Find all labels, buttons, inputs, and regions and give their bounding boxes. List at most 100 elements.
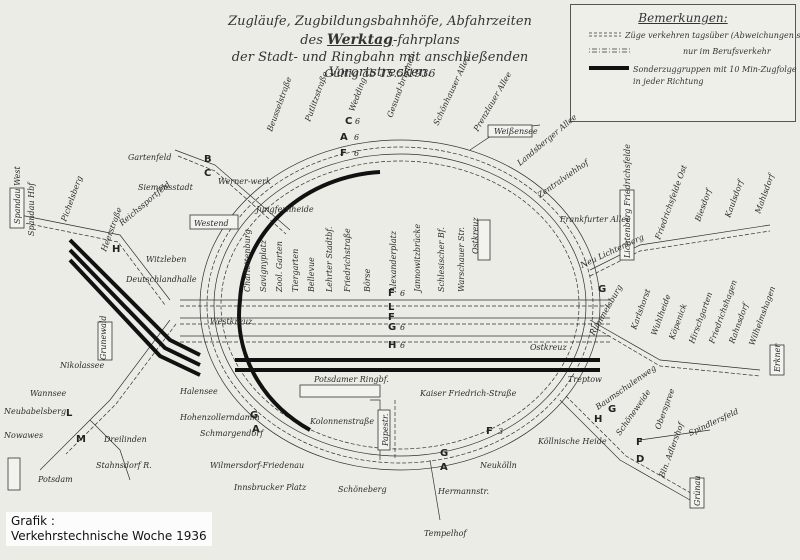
legend-row-3b: in jeder Richtung (633, 77, 704, 86)
station-westkreuz: Westkreuz (210, 317, 253, 326)
station-gesundbrunnen: Gesund-brunnen (385, 52, 417, 119)
station-schlesischer: Schlesischer Bf. (437, 227, 446, 292)
legend-symbols (589, 32, 631, 70)
station-schmargendorf: Schmargendorf (200, 429, 265, 438)
station-potsdam: Potsdam (37, 475, 73, 484)
station-charlottenburg: Charlottenburg (243, 229, 252, 292)
route-letter-f-spindlersfeld: F (636, 437, 643, 448)
station-beusselstr: Beusselstraße (265, 76, 293, 134)
station-mahlsdorf: Mahlsdorf (753, 171, 777, 216)
station-frankfurter: Frankfurter Allee (559, 215, 631, 224)
station-innsbrucker: Innsbrucker Platz (233, 483, 307, 492)
credit-line-1: Grafik : (11, 514, 55, 528)
route-letter-d: D (636, 454, 644, 465)
station-koellnische: Köllnische Heide (537, 437, 607, 446)
station-neukoelln: Neukölln (479, 461, 517, 470)
legend-row-2: nur im Berufsverkehr (683, 47, 771, 56)
station-kaiser-friedrich: Kaiser Friedrich-Straße (419, 389, 517, 398)
station-ostkreuz-north: Ostkreuz (471, 217, 480, 254)
interval-6-b: 6 (354, 133, 359, 142)
route-letter-g-sw: G (440, 448, 448, 459)
title-line-1: Zugläufe, Zugbildungsbahnhöfe, Abfahrzei… (228, 14, 532, 29)
station-kaulsdorf: Kaulsdorf (723, 177, 746, 220)
station-witzleben: Witzleben (146, 255, 186, 264)
station-grunewald: Grunewald (99, 315, 108, 360)
station-schoeneberg: Schöneberg (338, 485, 387, 494)
station-alexanderplatz: Alexanderplatz (389, 230, 398, 293)
route-letter-l-wannsee: L (66, 408, 73, 419)
title-prefix: des (300, 33, 323, 48)
station-treptow: Treptow (568, 375, 602, 384)
route-letter-b: B (204, 154, 212, 165)
special-service-lines (68, 170, 600, 432)
station-wilmersdorf: Wilmersdorf-Friedenau (210, 461, 304, 470)
station-tempelhof: Tempelhof (424, 529, 468, 538)
interval-6-a: 6 (355, 117, 360, 126)
title-bold: Werktag (327, 32, 393, 48)
station-jungfernheide: Jungfernheide (254, 205, 314, 214)
route-letter-c-north: C (345, 116, 352, 127)
title-line-4: Gültig ab 15.5.1936 (324, 67, 436, 80)
route-letter-g-east: G (598, 284, 606, 295)
legend-row-3a: Sonderzuggruppen mit 10 Min-Zugfolge (633, 65, 797, 74)
station-gruenau: Grünau (693, 476, 702, 506)
route-letter-g-city: G (388, 322, 396, 333)
station-deutschlandhalle: Deutschlandhalle (125, 275, 197, 284)
title-suffix: -fahrplans (392, 33, 460, 48)
station-wedding: Wedding (347, 76, 368, 112)
station-warschauer: Warschauer Str. (457, 227, 466, 292)
station-rahnsdorf: Rahnsdorf (727, 300, 751, 346)
station-wannsee: Wannsee (30, 389, 66, 398)
station-lehrter: Lehrter Stadtbf. (325, 227, 334, 293)
station-dreilinden: Dreilinden (103, 435, 147, 444)
station-erkner: Erkner (773, 343, 782, 373)
station-hohenzollerndamm: Hohenzollerndamm (179, 413, 260, 422)
station-jannowitz: Jannowitzbrücke (413, 224, 422, 294)
station-friedrichstr: Friedrichstraße (343, 228, 352, 293)
route-letter-f-city: F (388, 288, 395, 299)
station-wilhelmshagen: Wilhelmshagen (747, 285, 777, 347)
route-letter-g-se: G (608, 404, 616, 415)
route-letter-m: M (76, 434, 86, 445)
route-letter-a-north: A (340, 132, 348, 143)
station-spandau: Spandau Hbf (27, 181, 36, 236)
station-landsberger: Landsberger Allee (515, 112, 579, 168)
station-pichelsberg: Pichelsberg (59, 175, 84, 224)
interval-6-c: 6 (354, 149, 359, 158)
station-wernerwerk: Werner-werk (218, 177, 271, 186)
route-letter-f-city-2: F (388, 312, 395, 323)
station-ostkreuz: Ostkreuz (530, 343, 567, 352)
legend-row-1: Züge verkehren tagsüber (Abweichungen si… (625, 31, 800, 40)
station-schoenhauser: Schönhauser Allee (432, 54, 472, 127)
route-letter-f-north: F (340, 148, 347, 159)
station-karlshorst: Karlshorst (629, 287, 653, 332)
interval-6-e: 6 (400, 323, 405, 332)
station-kolonnenstr: Kolonnenstraße (309, 417, 374, 426)
station-neubabelsberg: Neubabelsberg (3, 407, 66, 416)
station-prenzlauer: Prenzlauer Allee (471, 70, 513, 134)
interval-6-f: 6 (400, 341, 405, 350)
station-spandau-west: Spandau West (13, 165, 22, 224)
route-letter-g-south: G (250, 410, 258, 421)
title-line-2: des Werktag-fahrplans (200, 32, 560, 48)
legend-box: Bemerkungen: Züge verkehren tagsüber (Ab… (570, 4, 800, 122)
station-biesdorf: Biesdorf (693, 186, 714, 224)
route-letter-c-siemens: C (204, 168, 211, 179)
interval-3: 3 (498, 427, 503, 436)
station-friedrichsfelde-ost: Friedrichsfelde Ost (653, 163, 689, 241)
station-nikolassee: Nikolassee (59, 361, 104, 370)
station-hermannstr: Hermannstr. (437, 487, 489, 496)
station-markers (7, 124, 785, 509)
station-putlitzstr: Putlitzstraße (303, 70, 330, 123)
station-koepenick: Köpenick (667, 302, 689, 341)
station-savignyplatz: Savignyplatz (259, 239, 268, 292)
route-letters: C A F B C H F L G H F G G A G A F H G L … (66, 116, 644, 473)
station-potsdamer-ringbf: Potsdamer Ringbf. (313, 375, 389, 384)
station-siemensstadt: Siemensstadt (138, 183, 194, 192)
route-letter-a-sw: A (440, 462, 448, 473)
station-tiergarten: Tiergarten (291, 249, 300, 292)
route-letter-h-se: H (594, 414, 602, 425)
interval-6-d: 6 (400, 289, 405, 298)
station-zentralvieh: Zentralviehhof (535, 157, 592, 200)
